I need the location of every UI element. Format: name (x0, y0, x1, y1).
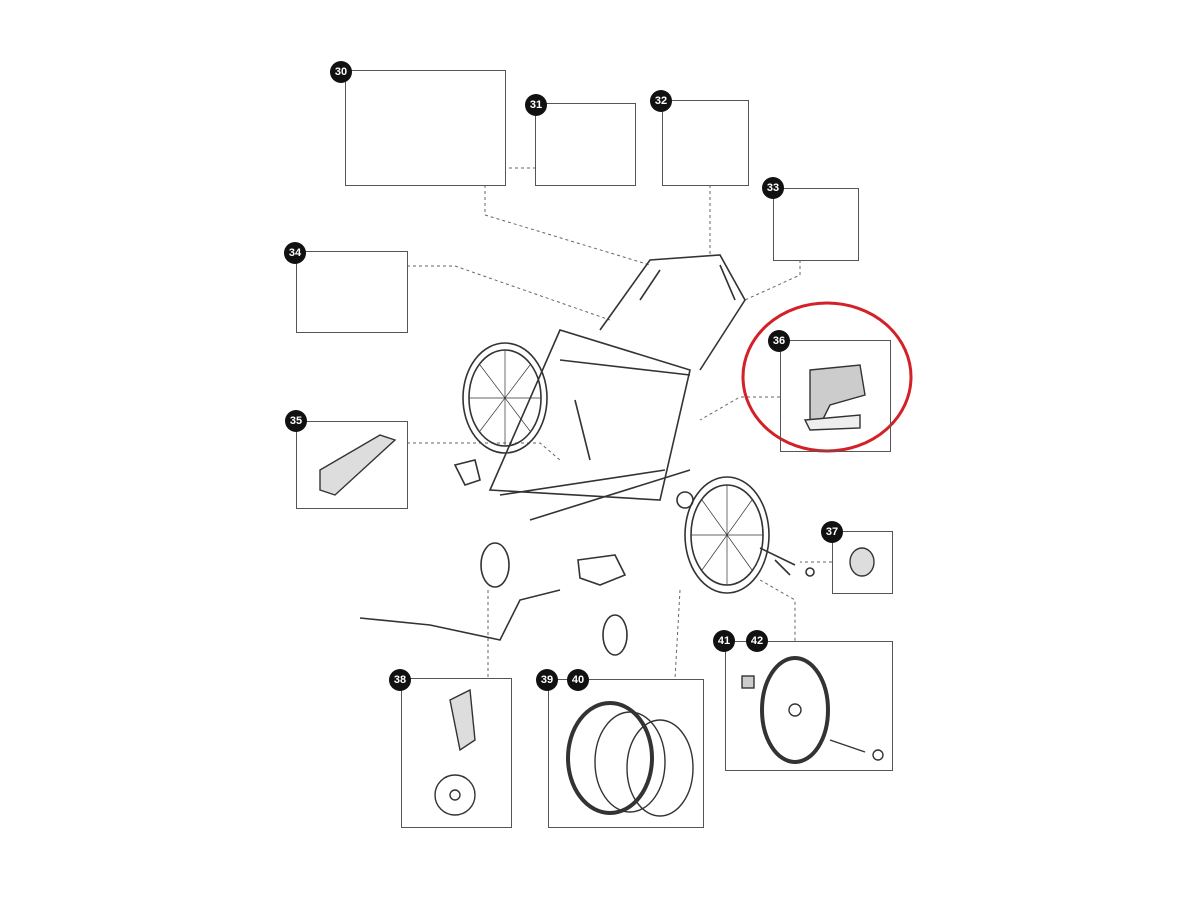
part-number-badge: 38 (389, 669, 411, 691)
part-box-41-42 (725, 641, 893, 771)
part-box-39-40 (548, 679, 704, 828)
part-number-badge: 40 (567, 669, 589, 691)
part-box-38 (401, 678, 512, 828)
part-box-32 (662, 100, 749, 186)
part-number-badge: 31 (525, 94, 547, 116)
part-number-badge: 42 (746, 630, 768, 652)
part-number-badge: 33 (762, 177, 784, 199)
part-number-badge: 32 (650, 90, 672, 112)
part-number-badge: 34 (284, 242, 306, 264)
part-box-30 (345, 70, 506, 186)
part-number-badge: 39 (536, 669, 558, 691)
part-number-badge: 30 (330, 61, 352, 83)
part-box-35 (296, 421, 408, 509)
part-box-34 (296, 251, 408, 333)
part-box-37 (832, 531, 893, 594)
stroller-frame-illustration (359, 254, 815, 656)
part-number-badge: 37 (821, 521, 843, 543)
part-box-31 (535, 103, 636, 186)
part-number-badge: 36 (768, 330, 790, 352)
part-box-36 (780, 340, 891, 452)
part-number-badge: 41 (713, 630, 735, 652)
leader-lines (407, 167, 832, 680)
part-box-33 (773, 188, 859, 261)
part-number-badge: 35 (285, 410, 307, 432)
